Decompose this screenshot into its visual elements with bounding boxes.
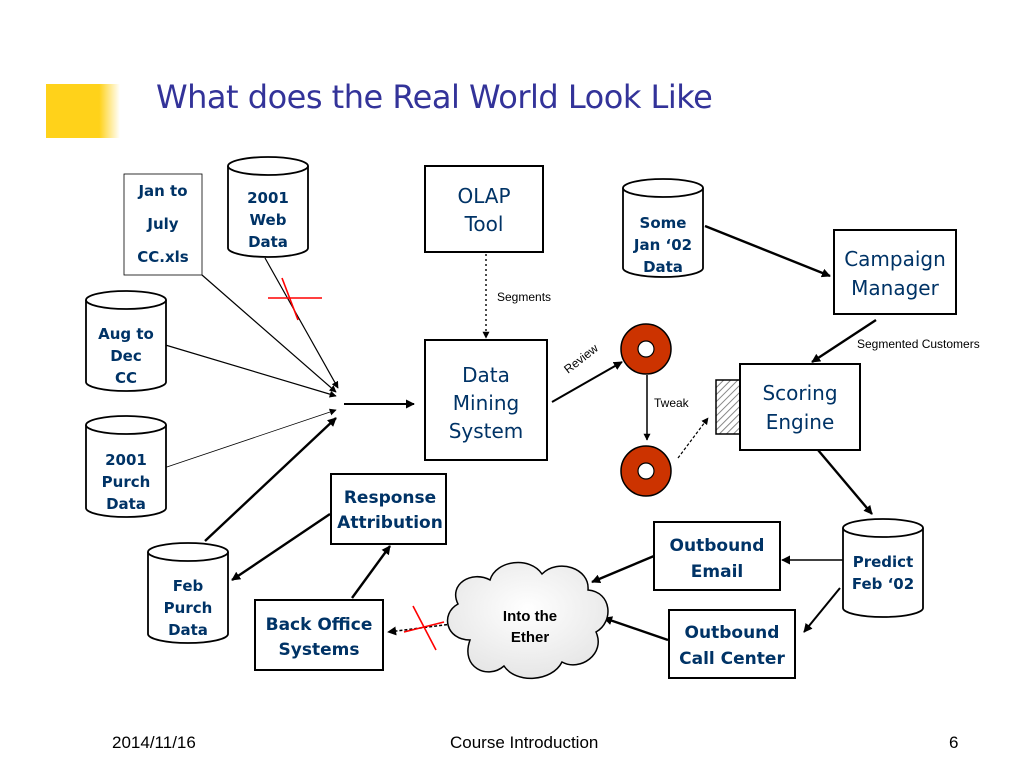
edge-label-review: Review (561, 341, 601, 376)
accent-bar (46, 84, 120, 138)
node-febpurch-line3: Data (168, 621, 208, 639)
edge-web-to-hub (264, 257, 339, 389)
slide-title: What does the Real World Look Like (156, 78, 713, 116)
node-web-line2: Web (250, 211, 287, 229)
edge-dm-to-disc1 (551, 361, 623, 403)
node-email-line1: Outbound (670, 536, 765, 556)
footer-center: Course Introduction (450, 733, 599, 752)
node-purch2001-line1: 2001 (105, 451, 147, 469)
node-augdec-line1: Aug to (98, 325, 154, 343)
footer-page-number: 6 (949, 733, 959, 752)
node-outbound-call-center: Outbound Call Center (668, 609, 796, 679)
edge-label-tweak: Tweak (654, 396, 690, 410)
disc-icon-review (620, 323, 672, 375)
node-aug-dec-cc: Aug to Dec CC (85, 290, 167, 392)
edge-predict-to-call (803, 587, 841, 633)
node-purch-2001: 2001 Purch Data (85, 415, 167, 518)
node-jan02-line1: Some (640, 214, 687, 232)
node-outbound-email: Outbound Email (653, 521, 781, 591)
node-back-office: Back Office Systems (254, 599, 384, 671)
node-predict-line2: Feb ‘02 (852, 575, 914, 593)
node-predict-feb02: Predict Feb ‘02 (842, 518, 924, 618)
node-jan02-line2: Jan ‘02 (633, 236, 692, 254)
node-febpurch-line2: Purch (164, 599, 213, 617)
node-call-line1: Outbound (685, 623, 780, 643)
node-web-data-2001: 2001 Web Data (227, 156, 309, 258)
node-call-line2: Call Center (679, 649, 785, 669)
node-jan-july-cc-line3: CC.xls (137, 248, 189, 266)
node-augdec-line3: CC (115, 369, 137, 387)
edge-augdec-to-hub (151, 340, 337, 398)
footer-date: 2014/11/16 (112, 733, 196, 752)
node-jan-july-cc-line1: Jan to (137, 182, 187, 200)
edge-scoring-to-predict (817, 449, 873, 515)
node-scoring-line1: Scoring (762, 381, 837, 405)
node-response-line2: Attribution (337, 513, 443, 533)
node-olap-line1: OLAP (457, 184, 510, 208)
node-scoring-line2: Engine (766, 410, 835, 434)
edge-febpurch-hub (204, 417, 337, 542)
node-web-line3: Data (248, 233, 288, 251)
node-jan-july-cc: Jan to July CC.xls (123, 173, 203, 276)
node-some-jan02: Some Jan ‘02 Data (622, 178, 704, 278)
node-feb-purch: Feb Purch Data (147, 542, 229, 644)
node-augdec-line2: Dec (110, 347, 142, 365)
edge-label-segmented-customers: Segmented Customers (857, 337, 980, 351)
node-purch2001-line2: Purch (102, 473, 151, 491)
node-olap-line2: Tool (464, 212, 504, 236)
node-data-mining: Data Mining System (424, 339, 548, 461)
node-backoffice-line2: Systems (279, 640, 360, 660)
cross-icon-backoffice (403, 605, 445, 651)
node-response-line1: Response (344, 488, 436, 508)
edge-email-to-ether (591, 554, 655, 584)
edge-label-segments: Segments (497, 290, 551, 304)
edge-disc2-to-scoring (677, 417, 709, 459)
node-febpurch-line1: Feb (173, 577, 204, 595)
edge-call-to-ether (603, 616, 669, 642)
node-ether-line1: Into the (503, 608, 557, 625)
edges (151, 224, 877, 642)
edge-backoffice-to-response (351, 545, 391, 599)
node-web-line1: 2001 (247, 189, 289, 207)
edge-purch-to-hub (151, 408, 337, 473)
node-email-line2: Email (691, 562, 743, 582)
node-jan02-line3: Data (643, 258, 683, 276)
node-ether-line2: Ether (511, 629, 550, 646)
node-backoffice-line1: Back Office (266, 615, 373, 635)
node-dm-line2: Mining (453, 391, 519, 415)
edge-campaign-to-scoring (811, 318, 877, 364)
node-purch2001-line3: Data (106, 495, 146, 513)
node-predict-line1: Predict (853, 553, 914, 571)
node-campaign-manager: Campaign Manager (833, 229, 957, 315)
node-jan-july-cc-line2: July (146, 215, 178, 233)
cloud-icon-ether: Into the Ether (446, 561, 609, 680)
node-dm-line1: Data (462, 363, 510, 387)
cross-icon-web (268, 277, 322, 321)
edge-response-to-febpurch (231, 513, 331, 581)
node-response-attribution: Response Attribution (330, 473, 447, 545)
edge-jan02-to-campaign (704, 224, 831, 278)
node-campaign-line2: Manager (851, 276, 939, 300)
disc-icon-tweak (620, 445, 672, 497)
edge-janjuly-to-hub (201, 274, 337, 393)
node-scoring-engine: Scoring Engine (715, 363, 861, 451)
node-campaign-line1: Campaign (844, 247, 946, 271)
node-olap-tool: OLAP Tool (424, 165, 544, 253)
node-dm-line3: System (449, 419, 524, 443)
